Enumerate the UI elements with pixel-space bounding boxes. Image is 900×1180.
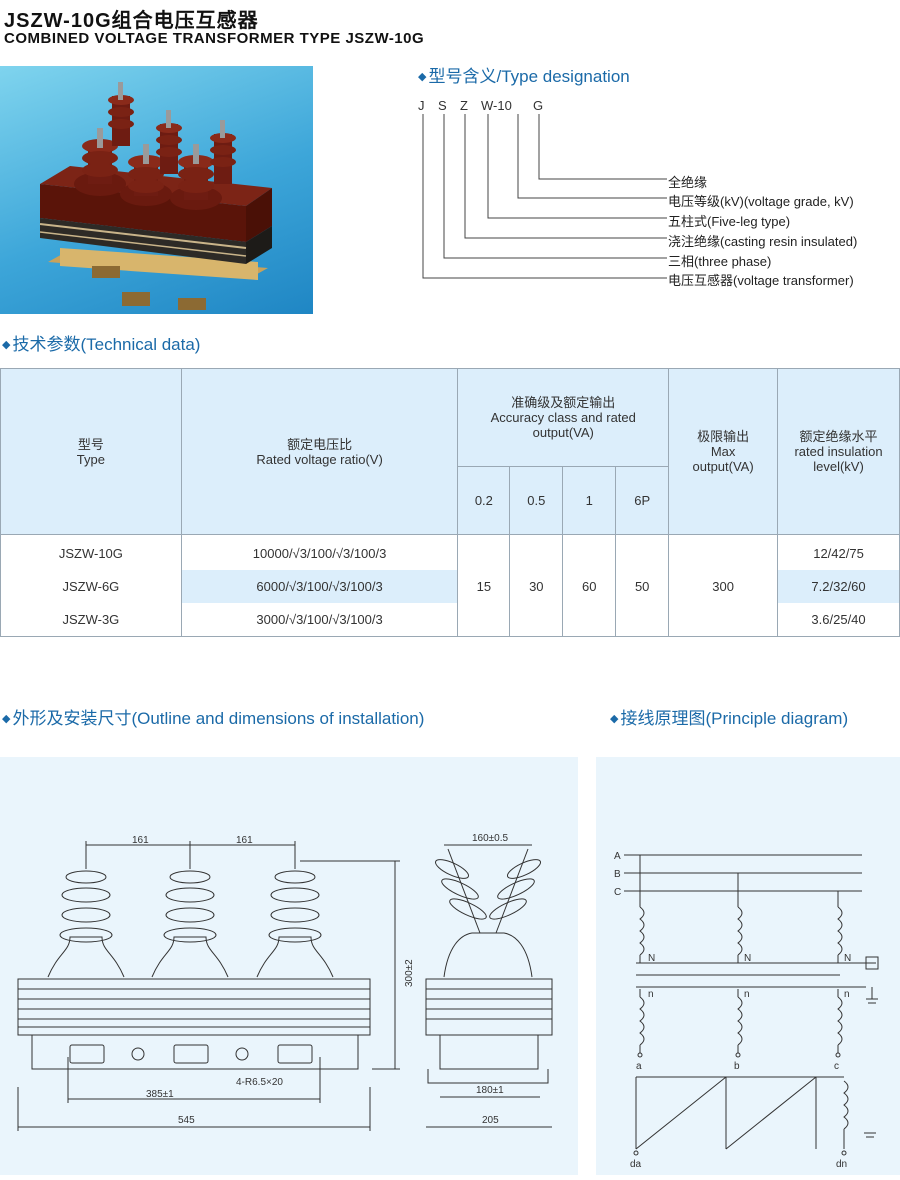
principle-diagram-panel: A B C N N N n n n a b c da dn (596, 757, 900, 1175)
secondary-neutral-label: n (648, 989, 654, 1000)
principle-heading: ◆接线原理图(Principle diagram) (610, 709, 849, 728)
header-class: 0.5 (509, 466, 564, 535)
dim-spacing-a: 161 (132, 835, 149, 846)
cell-insulation: 3.6/25/40 (777, 603, 900, 637)
cell-type: JSZW-6G (0, 570, 182, 603)
designation-item: 三相(three phase) (668, 254, 772, 269)
bushing-2 (120, 144, 172, 206)
code-letter: S (438, 98, 447, 113)
insulator-middle (151, 859, 229, 978)
designation-item: 电压等级(kV)(voltage grade, kV) (668, 194, 854, 209)
bushing-1 (74, 128, 126, 196)
designation-item: 全绝缘 (668, 175, 708, 190)
dim-side-top: 160±0.5 (472, 833, 509, 844)
designation-item: 浇注绝缘(casting resin insulated) (668, 234, 858, 249)
table-row: JSZW-10G 10000/√3/100/√3/100/3 15 30 60 … (0, 534, 900, 637)
secondary-neutral-label: n (844, 989, 850, 1000)
outline-drawing-panel: 161 161 300±2 385±1 4-R6.5×20 545 160±0.… (0, 757, 578, 1175)
open-delta-label: dn (836, 1159, 847, 1170)
principle-diagram: A B C N N N n n n a b c da dn (614, 851, 879, 1170)
cell-ratio: 3000/√3/100/√3/100/3 (180, 603, 459, 637)
neutral-label: N (744, 953, 751, 964)
phase-label: A (614, 851, 621, 862)
header-class: 6P (615, 466, 670, 535)
cell-insulation: 7.2/32/60 (777, 570, 900, 603)
open-delta-label: da (630, 1159, 642, 1170)
bushing-3 (170, 144, 222, 210)
table-row: JSZW-6G 6000/√3/100/√3/100/3 7.2/32/60 (0, 570, 900, 603)
neutral-label: N (648, 953, 655, 964)
code-letter: J (418, 98, 425, 113)
bushing-6 (108, 82, 134, 146)
cell-type: JSZW-3G (0, 603, 182, 637)
cell-max-output: 300 (668, 534, 779, 637)
bushing-4 (156, 110, 182, 174)
neutral-label: N (844, 953, 851, 964)
cell-insulation: 12/42/75 (777, 534, 900, 570)
designation-item: 电压互感器(voltage transformer) (668, 273, 854, 288)
secondary-neutral-label: n (744, 989, 750, 1000)
cell-output: 30 (509, 534, 564, 637)
dim-length: 545 (178, 1115, 195, 1126)
cell-output: 60 (562, 534, 617, 637)
cell-ratio: 10000/√3/100/√3/100/3 (180, 534, 459, 570)
cell-type: JSZW-10G (0, 534, 182, 570)
code-letter: Z (460, 98, 468, 113)
cell-ratio: 6000/√3/100/√3/100/3 (180, 570, 459, 603)
type-designation-heading: ◆型号含义/Type designation (418, 67, 630, 86)
technical-data-heading: ◆技术参数(Technical data) (2, 335, 201, 354)
bushing-5 (210, 120, 236, 184)
code-letter: W-10 (481, 98, 512, 113)
dim-width: 205 (482, 1115, 499, 1126)
header-class: 1 (562, 466, 617, 535)
phase-label: B (614, 869, 621, 880)
table-row: JSZW-3G 3000/√3/100/√3/100/3 3.6/25/40 (0, 603, 900, 637)
dim-mount-spacing: 385±1 (146, 1089, 174, 1100)
secondary-label: c (834, 1061, 839, 1072)
code-letter: G (533, 98, 544, 113)
dim-slot: 4-R6.5×20 (236, 1077, 283, 1088)
product-photo (0, 66, 313, 314)
secondary-label: a (636, 1061, 642, 1072)
page-title-cn: JSZW-10G组合电压互感器 (4, 10, 259, 32)
header-class: 0.2 (457, 466, 511, 535)
designation-leader-lines (422, 114, 667, 279)
outline-drawing: 161 161 300±2 385±1 4-R6.5×20 545 160±0.… (17, 833, 553, 1131)
insulator-right (256, 859, 334, 978)
page-title-en: COMBINED VOLTAGE TRANSFORMER TYPE JSZW-1… (4, 30, 425, 47)
transformer-illustration (39, 82, 272, 310)
insulator-left (47, 859, 125, 978)
phase-label: C (614, 887, 621, 898)
dim-spacing-b: 161 (236, 835, 253, 846)
designation-item: 五柱式(Five-leg type) (668, 214, 791, 229)
outline-heading: ◆外形及安装尺寸(Outline and dimensions of insta… (2, 709, 425, 728)
secondary-label: b (734, 1061, 740, 1072)
dim-height: 300±2 (404, 959, 415, 987)
cell-output: 50 (615, 534, 670, 637)
dim-side-mount: 180±1 (476, 1085, 504, 1096)
cell-output: 15 (457, 534, 511, 637)
